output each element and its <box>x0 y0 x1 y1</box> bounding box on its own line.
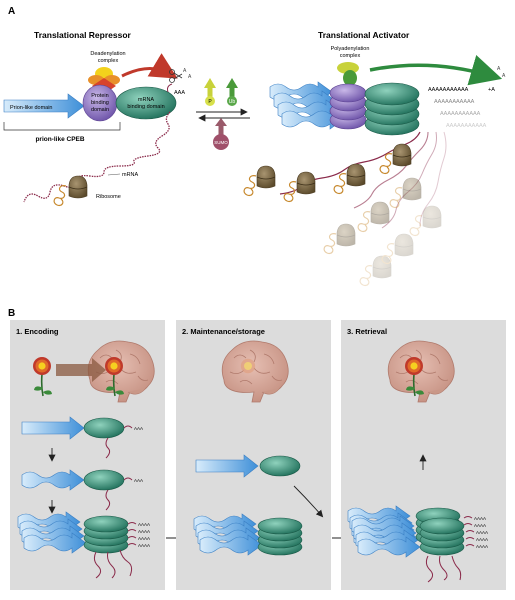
activator-title: Translational Activator <box>318 30 410 40</box>
protein-binding-label-3: domain <box>91 107 109 113</box>
storage-oligomer <box>257 517 303 556</box>
ret-aaaa-1: AAAA <box>474 516 486 521</box>
cut-a-2: A <box>188 74 192 80</box>
polyadenylation-label-2: complex <box>340 53 361 59</box>
plus-a-small-1: A <box>497 66 501 72</box>
ribosome <box>68 175 88 199</box>
polyadenylation-label-1: Polyadenylation <box>331 46 370 52</box>
p-label: P <box>208 99 212 105</box>
aaa-tail-label: AAA <box>174 90 185 96</box>
poly-a-tail-1: AAAAAAAAAAA <box>428 87 469 93</box>
deadenylation-label-line2: complex <box>98 58 119 64</box>
panel-a-letter: A <box>8 6 15 17</box>
mrna-label: mRNA <box>122 172 139 178</box>
mrna-binding-stack <box>364 82 420 136</box>
regulation-switch: P Ub SUMO <box>196 78 250 150</box>
protein-binding-label-2: binding <box>91 100 109 106</box>
cpeb-monomer-rbd <box>83 417 125 439</box>
ub-label: Ub <box>229 99 236 105</box>
mrna-binding-label-2: binding domain <box>127 104 164 110</box>
enc-aaaa-4: AAAA <box>138 543 150 548</box>
stage-maintenance-title: 2. Maintenance/storage <box>182 327 265 336</box>
protein-binding-stack <box>329 83 367 130</box>
poly-a-tail-4: AAAAAAAAAAA <box>446 123 487 129</box>
plus-a-label: +A <box>488 87 495 93</box>
cpeb-seeded-rbd <box>83 469 125 491</box>
enc-aaaa-1: AAAA <box>138 522 150 527</box>
panel-a: A Translational Repressor Translational … <box>3 6 506 287</box>
deadenylation-arrow <box>121 53 178 79</box>
storage-curved-arrow <box>293 485 324 518</box>
sumo-label: SUMO <box>214 140 228 145</box>
ret-aaaa-3: AAAA <box>476 530 488 535</box>
enc-aaaa-2: AAAA <box>138 529 150 534</box>
stored-flower-icon <box>240 358 256 374</box>
mrna-binding-domain <box>115 86 177 120</box>
stage-encoding-title: 1. Encoding <box>16 327 59 336</box>
activator-complex: Polyadenylation complex A A <box>243 46 506 287</box>
cut-a-1: A <box>183 68 187 74</box>
enc-aaa-2: AAA <box>134 478 143 483</box>
ret-aaaa-5: AAAA <box>476 544 488 549</box>
ribosome-label: Ribosome <box>96 194 121 200</box>
polyadenylation-arrow <box>369 55 503 86</box>
cpeb-bracket <box>3 122 121 131</box>
polyadenylation-complex <box>337 62 359 86</box>
mrna-binding-label-1: mRNA <box>138 97 155 103</box>
protein-binding-label-1: Protein <box>91 93 108 99</box>
panel-b-letter: B <box>8 308 15 319</box>
perception-arrow <box>56 358 106 382</box>
ret-aaaa-2: AAAA <box>474 523 486 528</box>
storage-monomer-rbd <box>259 455 301 477</box>
ret-aaaa-4: AAAA <box>476 537 488 542</box>
enc-aaa-1: AAA <box>134 426 143 431</box>
retrieval-oligomer-2 <box>419 517 465 556</box>
repressor-complex: Deadenylation complex A A Prion-like dom… <box>3 51 192 207</box>
enc-aaaa-3: AAAA <box>138 536 150 541</box>
repressor-title: Translational Repressor <box>34 30 132 40</box>
poly-a-tail-3: AAAAAAAAAAA <box>440 111 481 117</box>
cpeb-label: prion-like CPEB <box>35 136 84 143</box>
mrna-strand <box>23 111 171 203</box>
stage-retrieval-title: 3. Retrieval <box>347 327 387 336</box>
nascent-peptide <box>53 184 67 207</box>
prion-like-domain <box>3 93 85 119</box>
deadenylation-label-line1: Deadenylation <box>90 51 125 57</box>
prion-domain-label: Prion-like domain <box>10 105 53 111</box>
scissors-icon <box>169 69 183 83</box>
panel-b: B 1. Encoding AAA AAA AAAA AAAA AAAA AAA… <box>8 308 506 590</box>
poly-a-tail-2: AAAAAAAAAAA <box>434 99 475 105</box>
enc-oligomer <box>83 515 129 554</box>
translating-mrnas <box>243 131 447 287</box>
plus-a-small-2: A <box>502 73 506 79</box>
